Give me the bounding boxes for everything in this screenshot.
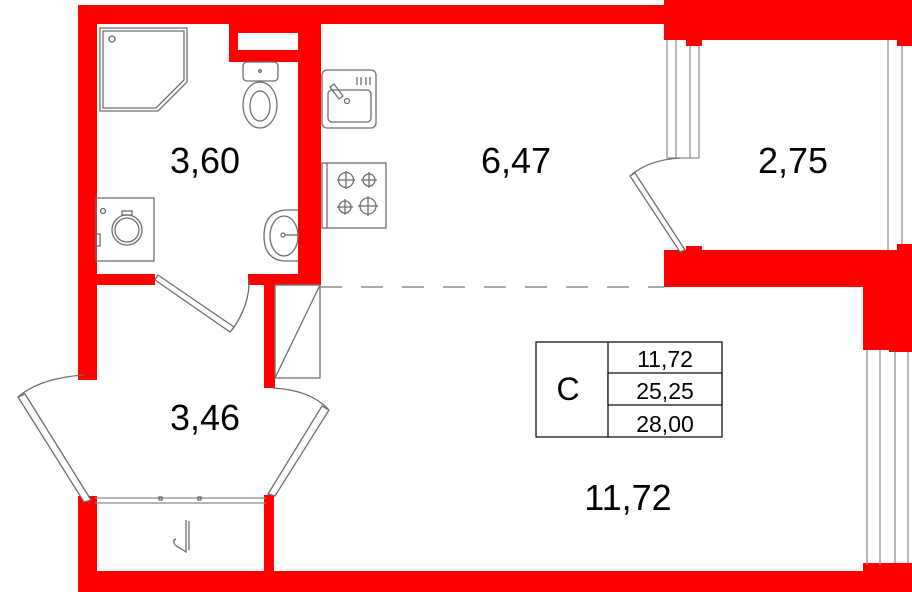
- wall-shaft: [229, 50, 301, 62]
- windows: [666, 40, 909, 565]
- toilet-icon: [242, 61, 279, 129]
- wall-closet-right: [264, 495, 274, 577]
- bathroom-door-swing: [231, 278, 250, 331]
- wall-stub: [897, 38, 912, 46]
- fixtures: [95, 27, 664, 554]
- wall-hall-right: [264, 283, 275, 388]
- wall-right-pier: [863, 285, 912, 350]
- room-area-balcony: 2,75: [758, 140, 828, 181]
- wall-left-upper: [78, 5, 97, 380]
- wardrobe-icon: [95, 496, 266, 554]
- wall-stub: [897, 244, 912, 252]
- washing-machine-icon: [95, 197, 155, 262]
- wall-top: [78, 5, 666, 24]
- balcony-door-leaf: [629, 172, 686, 253]
- room-area-hallway: 3,46: [170, 397, 240, 438]
- doors: [17, 157, 686, 503]
- wall-top-balcony: [664, 0, 912, 40]
- wall-bath-bottom: [95, 274, 155, 285]
- legend-living-area: 11,72: [637, 346, 693, 372]
- room-area-bathroom: 3,60: [170, 140, 240, 181]
- entrance-door-leaf: [17, 393, 93, 503]
- legend-total-with-balcony: 28,00: [636, 411, 694, 437]
- wall-stub: [686, 246, 702, 252]
- room-door-swing: [272, 387, 329, 410]
- wall-stub: [889, 345, 912, 352]
- wall-balcony-bottom: [664, 250, 912, 287]
- bathroom-sink-icon: [263, 209, 299, 262]
- shaft-box-icon: [274, 284, 321, 379]
- room-door-leaf: [266, 405, 330, 497]
- legend-total-area: 25,25: [636, 378, 694, 404]
- kitchen-sink-icon: [321, 69, 377, 129]
- wall-shaft: [229, 22, 301, 33]
- wall-bath-bottom: [248, 274, 320, 285]
- walls: [78, 0, 912, 592]
- room-area-living-room: 11,72: [584, 477, 671, 518]
- shower-tray-inner: [102, 30, 185, 109]
- wall-bottom-right: [863, 563, 912, 592]
- shower-tray-icon: [99, 27, 188, 112]
- wall-closet-left: [78, 496, 97, 592]
- room-area-kitchen: 6,47: [481, 140, 551, 181]
- bathroom-door-leaf: [154, 274, 235, 333]
- shower-drain-icon: [108, 35, 116, 43]
- stove-icon: [321, 162, 387, 229]
- wall-shaft: [229, 22, 238, 62]
- balcony-door-swing: [629, 157, 681, 177]
- wall-stub: [686, 38, 702, 46]
- wall-bath-right: [298, 22, 321, 285]
- apartment-type: C: [556, 371, 579, 407]
- entrance-door-swing: [17, 374, 85, 398]
- hanger-icon: [173, 520, 187, 554]
- wall-bottom: [78, 571, 868, 592]
- area-legend: C 11,72 25,25 28,00: [535, 341, 723, 438]
